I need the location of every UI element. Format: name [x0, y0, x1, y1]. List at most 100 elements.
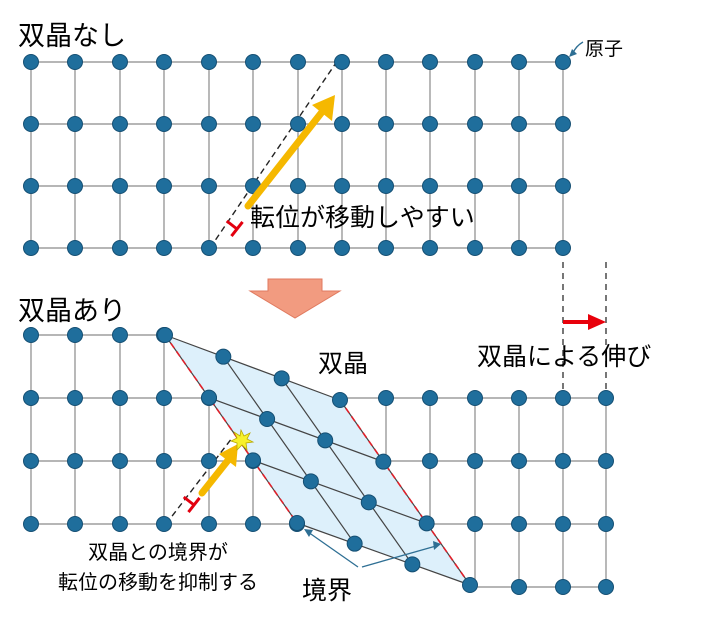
atom — [598, 516, 614, 532]
atom — [112, 240, 128, 256]
atom — [334, 178, 350, 194]
atom — [467, 54, 483, 70]
atom — [156, 116, 172, 132]
atom — [555, 453, 571, 469]
atom — [598, 579, 614, 595]
atom — [201, 389, 217, 406]
atom — [23, 327, 39, 343]
atom — [555, 390, 571, 406]
atom — [467, 178, 483, 194]
atom — [289, 515, 305, 531]
atom — [245, 240, 261, 256]
atom-label-leader — [569, 41, 584, 57]
atom — [598, 390, 614, 406]
atom — [215, 348, 232, 365]
dislocation-symbol-top — [225, 219, 244, 238]
atom — [23, 116, 39, 132]
atom — [467, 240, 483, 256]
atom — [156, 178, 172, 194]
atom — [378, 54, 394, 70]
atom — [422, 390, 438, 406]
atom — [201, 54, 217, 70]
boundary-caption-line1: 双晶との境界が — [88, 540, 228, 564]
twin-label: 双晶 — [318, 349, 369, 378]
atom — [511, 178, 527, 194]
atom — [334, 240, 350, 256]
atom — [112, 453, 128, 469]
twin-region — [165, 335, 470, 585]
atom — [67, 390, 83, 406]
atom — [467, 516, 483, 532]
atom — [598, 453, 614, 469]
atom — [245, 116, 261, 132]
atom — [112, 390, 128, 406]
atom — [290, 116, 306, 132]
atom — [23, 516, 39, 532]
atom — [418, 515, 435, 532]
atom — [259, 411, 276, 427]
title-with-twin: 双晶あり — [18, 296, 126, 327]
atom — [23, 390, 39, 406]
atom — [67, 178, 83, 194]
atom — [467, 453, 483, 469]
atom — [555, 579, 571, 595]
title-no-twin: 双晶なし — [18, 21, 126, 52]
atom — [23, 240, 39, 256]
twin-lattice-line — [164, 334, 341, 401]
atom — [422, 178, 438, 194]
atom — [201, 240, 217, 256]
atom — [511, 453, 527, 469]
atom — [334, 116, 350, 132]
atom — [555, 116, 571, 132]
twin-boundary-left — [164, 334, 298, 524]
atom — [467, 390, 483, 406]
atom — [112, 54, 128, 70]
atom — [317, 432, 334, 449]
atom — [201, 116, 217, 132]
atom — [245, 516, 261, 532]
atom — [422, 54, 438, 70]
slip-plane-bottom — [165, 437, 233, 525]
atom — [378, 240, 394, 256]
boundary-caption-line2: 転位の移動を抑制する — [58, 570, 258, 594]
boundary-leaders — [304, 529, 441, 568]
atom — [245, 54, 261, 70]
atom — [302, 473, 319, 490]
collision-burst-icon — [229, 428, 255, 452]
atom — [555, 54, 571, 70]
atom — [67, 327, 83, 343]
elongation-label: 双晶による伸び — [477, 342, 652, 371]
atom — [201, 453, 217, 469]
atom — [511, 516, 527, 532]
boundary-caption: 双晶との境界が 転位の移動を抑制する — [18, 537, 298, 597]
atom — [156, 390, 172, 406]
atom — [334, 54, 350, 70]
atom — [67, 453, 83, 469]
dislocation-arrow-top — [244, 95, 335, 210]
atom — [360, 494, 377, 511]
elongation-indicator — [562, 262, 607, 392]
atom — [332, 392, 348, 408]
atom — [156, 516, 172, 532]
transition-down-arrow — [248, 278, 342, 319]
atom — [273, 370, 290, 387]
atom — [511, 116, 527, 132]
atom — [23, 54, 39, 70]
twin-lattice-line — [281, 377, 413, 565]
atom — [462, 577, 478, 593]
dislocation-moves-easily-label: 転位が移動しやすい — [250, 203, 475, 232]
atom — [290, 240, 306, 256]
atom — [156, 54, 172, 70]
atom — [375, 453, 392, 470]
atom — [555, 240, 571, 256]
atom — [67, 54, 83, 70]
atom — [467, 116, 483, 132]
twin-lattice-line — [252, 459, 427, 524]
slip-plane-top — [209, 56, 341, 249]
atom — [112, 327, 128, 343]
atom — [378, 178, 394, 194]
atom — [67, 516, 83, 532]
dislocation-symbol-bottom — [182, 495, 201, 514]
twin-boundary-lines — [164, 334, 471, 586]
